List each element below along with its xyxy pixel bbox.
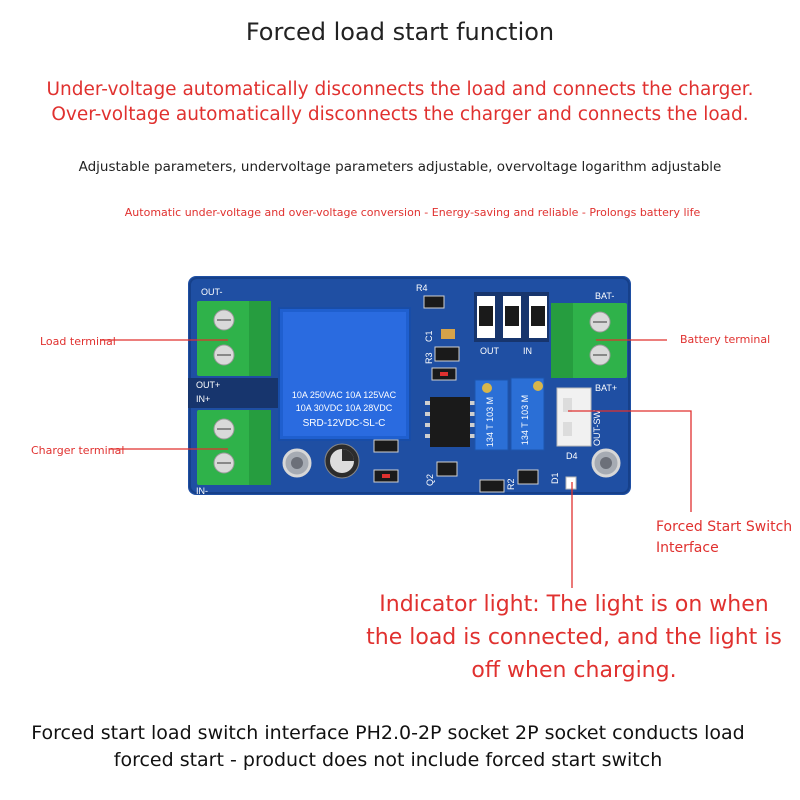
ref-d4: D4	[566, 451, 578, 461]
bottom-note: Forced start load switch interface PH2.0…	[31, 722, 745, 771]
load-terminal-label: Load terminal	[40, 335, 116, 348]
forced-start-leader	[568, 410, 692, 512]
silk-in: IN	[523, 346, 532, 356]
battery-terminal-label: Battery terminal	[680, 333, 771, 346]
potentiometer-left-label: 134 T 103 M	[485, 397, 495, 447]
overvoltage-description: Over-voltage automatically disconnects t…	[51, 104, 749, 125]
smd-components	[373, 295, 577, 493]
ic-chip	[425, 397, 475, 447]
ref-r2: R2	[506, 478, 516, 490]
silk-bat-minus: BAT-	[595, 291, 614, 301]
silk-in-plus: IN+	[196, 394, 210, 404]
ref-r3: R3	[424, 352, 434, 364]
charger-terminal-block	[197, 410, 271, 485]
potentiometer-right: 134 T 103 M	[510, 377, 545, 451]
potentiometer-right-label: 134 T 103 M	[520, 395, 530, 445]
relay: 10A 250VAC 10A 125VAC 10A 30VDC 10A 28VD…	[278, 307, 411, 441]
ref-c1: C1	[424, 330, 434, 342]
relay-rating-2: 10A 30VDC 10A 28VDC	[296, 403, 393, 413]
relay-model: SRD-12VDC-SL-C	[303, 418, 386, 429]
undervoltage-description: Under-voltage automatically disconnects …	[46, 79, 754, 100]
silk-bat-plus: BAT+	[595, 383, 617, 393]
page-title: Forced load start function	[245, 18, 555, 46]
adjustable-parameters-text: Adjustable parameters, undervoltage para…	[78, 159, 722, 175]
ref-r4: R4	[416, 283, 428, 293]
relay-rating-1: 10A 250VAC 10A 125VAC	[292, 390, 397, 400]
silk-in-minus: IN-	[196, 486, 208, 496]
ref-d1: D1	[550, 472, 560, 484]
load-terminal-block	[197, 301, 271, 376]
silk-out-minus: OUT-	[201, 287, 223, 297]
auto-conversion-text: Automatic under-voltage and over-voltage…	[124, 206, 701, 219]
ph2-socket	[556, 387, 592, 447]
jumper-headers	[474, 292, 549, 342]
indicator-led	[565, 476, 577, 490]
charger-terminal-label: Charger terminal	[31, 444, 125, 457]
electrolytic-capacitor	[324, 443, 360, 479]
silk-out-plus: OUT+	[196, 380, 220, 390]
silk-out-sw: OUT-SW	[592, 409, 602, 446]
battery-terminal-block	[551, 303, 627, 378]
ref-q2: Q2	[425, 474, 435, 486]
indicator-light-description: Indicator light: The light is on when th…	[366, 592, 782, 683]
silk-out: OUT	[480, 346, 500, 356]
potentiometer-left: 134 T 103 M	[474, 379, 509, 451]
forced-start-interface-label: Forced Start Switch Interface	[656, 519, 793, 556]
